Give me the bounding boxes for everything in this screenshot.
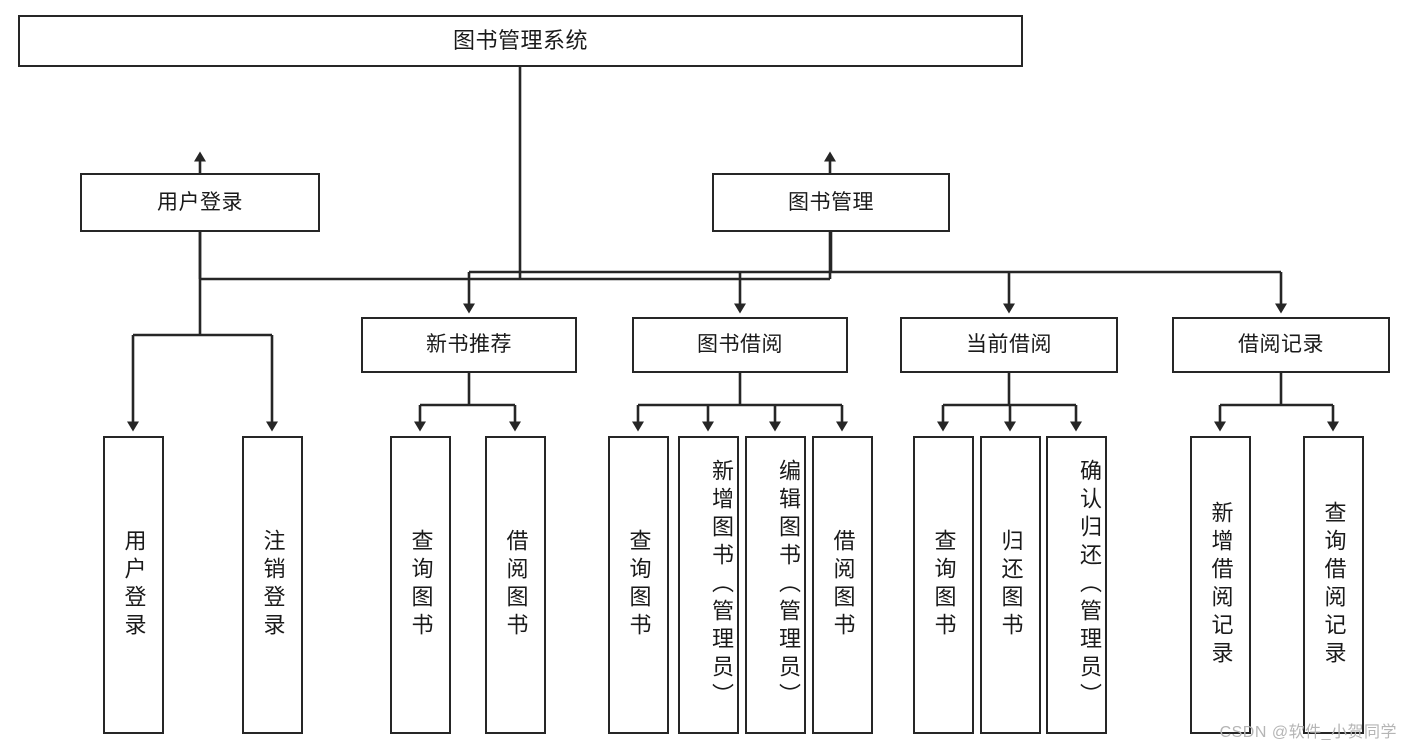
leaf-borrow-book-1[interactable]: 借阅图书 (485, 436, 546, 734)
node-borrow-record-label: 借阅记录 (1238, 333, 1324, 357)
leaf-add-book-label: 新增图书（管理员） (709, 459, 734, 711)
leaf-confirm-return-label: 确认归还（管理员） (1077, 459, 1102, 711)
leaf-user-login-label: 用户登录 (121, 529, 147, 641)
leaf-add-borrow-record-label: 新增借阅记录 (1208, 501, 1234, 669)
leaf-user-login[interactable]: 用户登录 (103, 436, 164, 734)
leaf-add-book[interactable]: 新增图书（管理员） (678, 436, 739, 734)
leaf-query-book-1-label: 查询图书 (408, 529, 434, 641)
node-book-borrow[interactable]: 图书借阅 (632, 317, 848, 373)
watermark: CSDN @软件_小贺同学 (1219, 724, 1397, 741)
leaf-return-book[interactable]: 归还图书 (980, 436, 1041, 734)
node-user-login-label: 用户登录 (157, 190, 243, 214)
leaf-return-book-label: 归还图书 (998, 529, 1024, 641)
leaf-query-book-1[interactable]: 查询图书 (390, 436, 451, 734)
node-root[interactable]: 图书管理系统 (18, 15, 1023, 67)
leaf-logout[interactable]: 注销登录 (242, 436, 303, 734)
node-book-borrow-label: 图书借阅 (697, 333, 783, 357)
leaf-query-book-3-label: 查询图书 (931, 529, 957, 641)
leaf-logout-label: 注销登录 (260, 529, 286, 641)
node-root-label: 图书管理系统 (452, 27, 588, 53)
leaf-borrow-book-1-label: 借阅图书 (503, 529, 529, 641)
leaf-edit-book-label: 编辑图书（管理员） (776, 459, 801, 711)
leaf-borrow-book-2[interactable]: 借阅图书 (812, 436, 873, 734)
leaf-query-borrow-record-label: 查询借阅记录 (1321, 501, 1347, 669)
node-borrow-record[interactable]: 借阅记录 (1172, 317, 1390, 373)
node-book-manage-label: 图书管理 (788, 190, 874, 214)
node-new-book-recommend[interactable]: 新书推荐 (361, 317, 577, 373)
node-current-borrow[interactable]: 当前借阅 (900, 317, 1118, 373)
leaf-borrow-book-2-label: 借阅图书 (830, 529, 856, 641)
leaf-query-book-3[interactable]: 查询图书 (913, 436, 974, 734)
node-book-manage[interactable]: 图书管理 (712, 173, 950, 232)
leaf-confirm-return[interactable]: 确认归还（管理员） (1046, 436, 1107, 734)
leaf-edit-book[interactable]: 编辑图书（管理员） (745, 436, 806, 734)
leaf-query-book-2-label: 查询图书 (626, 529, 652, 641)
node-user-login[interactable]: 用户登录 (80, 173, 320, 232)
node-new-book-recommend-label: 新书推荐 (426, 333, 512, 357)
leaf-query-borrow-record[interactable]: 查询借阅记录 (1303, 436, 1364, 734)
leaf-add-borrow-record[interactable]: 新增借阅记录 (1190, 436, 1251, 734)
leaf-query-book-2[interactable]: 查询图书 (608, 436, 669, 734)
node-current-borrow-label: 当前借阅 (966, 333, 1052, 357)
